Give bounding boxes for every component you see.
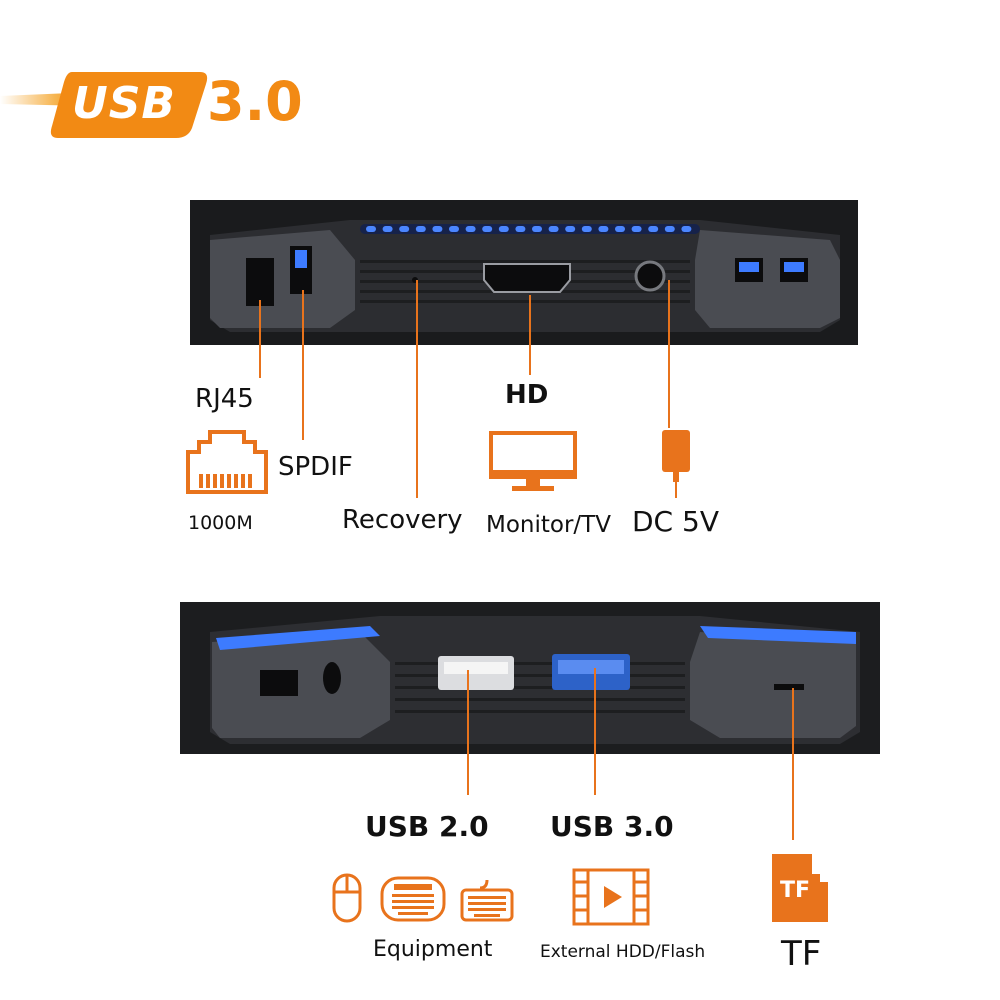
device-back-photo [190,200,858,345]
equipment-label: Equipment [373,937,493,962]
device-side-photo [180,602,880,754]
ethernet-port-icon [185,428,269,496]
mouse-icon [331,872,363,924]
led-dot [415,226,426,232]
external-hdd-label: External HDD/Flash [540,942,706,962]
dc-lead-line [668,280,670,428]
tf-label: TF [781,934,822,974]
led-dot [482,226,493,232]
led-dot [382,226,393,232]
monitor-icon [488,430,578,496]
mini-keyboard-icon [380,876,446,922]
usb3-lead-line [594,668,596,795]
keyboard-icon [460,878,514,922]
badge-version-text: 3.0 [207,70,303,133]
usb2-label: USB 2.0 [365,810,489,843]
hd-lead-line [529,295,531,375]
led-dot [565,226,576,232]
video-file-icon [572,868,650,926]
recovery-label: Recovery [342,505,463,535]
usb2-lead-line [467,670,469,795]
rj45-label: RJ45 [195,384,254,414]
spdif-label: SPDIF [278,452,353,482]
led-dot [581,226,592,232]
led-dot [399,226,410,232]
tf-card-icon-text: TF [780,878,811,903]
tf-lead-line [792,688,794,840]
led-dot [449,226,459,232]
usb3-label: USB 3.0 [550,810,674,843]
led-dot [631,226,642,232]
led-dot [432,226,443,232]
recovery-lead-line [416,280,418,498]
badge-usb-text: USB [72,78,176,129]
rj45-speed-label: 1000M [188,512,253,534]
led-dot [664,226,675,232]
led-dot [648,226,659,232]
led-dot [498,226,509,232]
led-dot [515,226,526,232]
led-dot [615,226,625,232]
led-dot [532,226,542,232]
power-adapter-icon [658,428,694,498]
led-dot [465,226,476,232]
hd-label: HD [505,380,549,410]
led-dot [681,226,692,232]
dc-5v-label: DC 5V [632,505,719,538]
usb-badge [0,62,330,142]
led-dot [548,226,559,232]
spdif-lead-line [302,290,304,440]
led-dot [598,226,609,232]
led-dot [366,226,376,232]
rj45-lead-line [259,300,261,378]
monitor-tv-label: Monitor/TV [486,512,611,538]
tf-card-icon: TF [770,852,830,924]
